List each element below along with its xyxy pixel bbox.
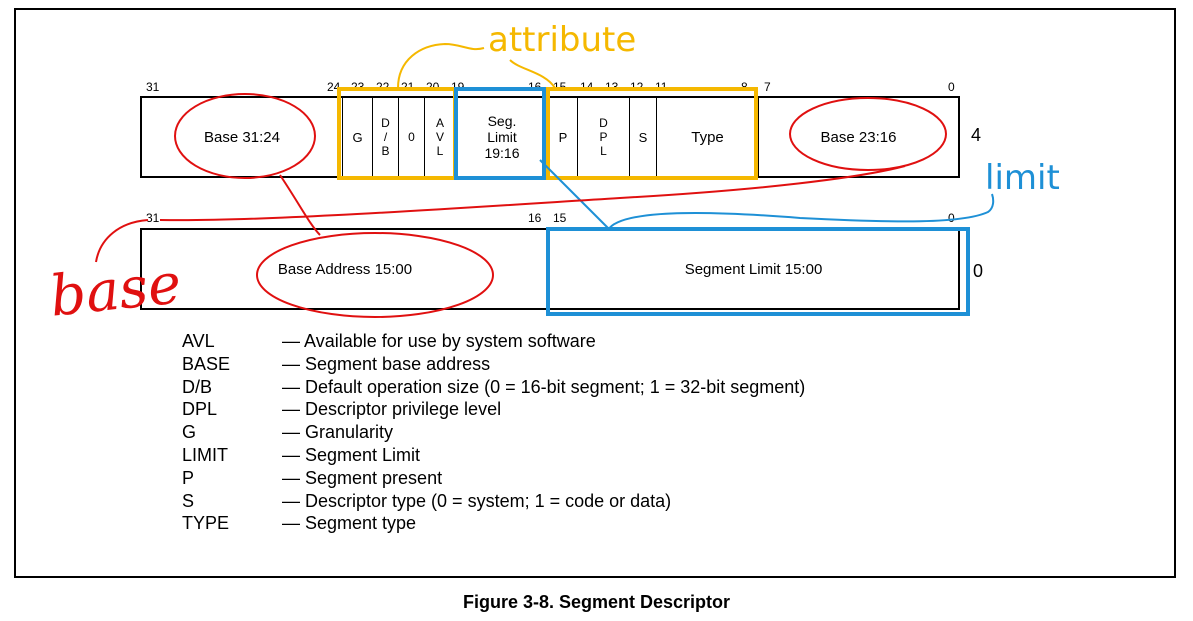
- db-char-slash: /: [383, 130, 388, 144]
- legend-abbr: TYPE: [182, 513, 230, 534]
- legend-abbr: BASE: [182, 353, 231, 374]
- attribute-box-left: [337, 87, 457, 180]
- limit-connector-2: [607, 193, 995, 231]
- field-s: S: [638, 129, 648, 145]
- dpl-char-d: D: [599, 116, 608, 130]
- row-offset-0: 0: [973, 261, 984, 281]
- legend-item: D/B — Default operation size (0 = 16-bit …: [182, 376, 805, 399]
- legend-desc: — Default operation size (0 = 16-bit seg…: [282, 376, 806, 397]
- seg-limit-line-2: Limit: [487, 129, 517, 145]
- db-char-b: B: [381, 144, 390, 158]
- legend-item: TYPE — Segment type: [182, 512, 805, 535]
- db-char-d: D: [381, 116, 390, 130]
- bit-31: 31: [146, 80, 160, 94]
- field-base-address-15-00: Base Address 15:00: [277, 260, 413, 278]
- field-p: P: [558, 129, 568, 145]
- legend-desc: — Granularity: [282, 422, 394, 443]
- field-db: D / B: [373, 98, 398, 176]
- field-base-31-24: Base 31:24: [204, 128, 280, 146]
- legend-abbr: DPL: [182, 399, 218, 420]
- dpl-char-p: P: [599, 130, 608, 144]
- legend-desc: — Descriptor privilege level: [282, 399, 502, 420]
- attribute-box-right: [546, 87, 758, 180]
- bit-0: 0: [948, 80, 955, 94]
- field-segment-limit-15-00: Segment Limit 15:00: [684, 260, 823, 278]
- figure-caption: Figure 3-8. Segment Descriptor: [462, 592, 731, 612]
- avl-char-a: A: [435, 116, 444, 130]
- bit-16: 16: [528, 211, 542, 225]
- legend: AVL — Available for use by system softwar…: [182, 330, 805, 535]
- limit-box-upper: [454, 87, 546, 180]
- legend-abbr: P: [182, 467, 195, 488]
- legend-abbr: G: [182, 422, 197, 443]
- field-g: G: [352, 129, 363, 145]
- base-connector-1: [279, 174, 321, 236]
- legend-desc: — Descriptor type (0 = system; 1 = code …: [282, 490, 672, 511]
- bit-15: 15: [553, 211, 567, 225]
- limit-box-lower: [546, 227, 970, 316]
- dpl-char-l: L: [600, 144, 607, 158]
- seg-limit-line-3: 19:16: [484, 145, 520, 161]
- legend-item: G — Granularity: [182, 421, 805, 444]
- bit-7: 7: [764, 80, 771, 94]
- bit-0: 0: [948, 211, 955, 225]
- field-base-23-16: Base 23:16: [820, 128, 897, 146]
- base-annotation: base: [46, 251, 185, 330]
- legend-desc: — Segment base address: [282, 353, 491, 374]
- row-offset-4: 4: [971, 125, 982, 145]
- legend-item: AVL — Available for use by system softwar…: [182, 330, 805, 353]
- attribute-annotation: attribute: [488, 20, 637, 60]
- field-seg-limit-19-16: Seg. Limit 19:16: [456, 98, 548, 176]
- figure-frame: [14, 8, 1176, 578]
- field-type: Type: [691, 128, 724, 146]
- seg-limit-line-1: Seg.: [487, 113, 517, 129]
- base-circle-mid: [789, 97, 947, 171]
- legend-item: DPL — Descriptor privilege level: [182, 398, 805, 421]
- limit-annotation: limit: [985, 158, 1060, 198]
- attribute-bracket-right: [509, 59, 556, 89]
- legend-item: S — Descriptor type (0 = system; 1 = code…: [182, 490, 805, 513]
- legend-desc: — Segment Limit: [282, 444, 421, 465]
- field-dpl: D P L: [578, 98, 629, 176]
- legend-item: BASE — Segment base address: [182, 353, 805, 376]
- field-avl: A V L: [425, 98, 455, 176]
- base-circle-lo: [256, 232, 494, 318]
- base-connector-2: [159, 165, 906, 222]
- field-zero: 0: [408, 130, 415, 144]
- legend-abbr: D/B: [182, 376, 213, 397]
- legend-desc: — Available for use by system software: [282, 331, 596, 351]
- legend-desc: — Segment type: [282, 513, 417, 534]
- limit-connector-1: [539, 159, 611, 231]
- legend-item: LIMIT — Segment Limit: [182, 444, 805, 467]
- legend-abbr: S: [182, 490, 195, 511]
- avl-char-v: V: [435, 130, 444, 144]
- base-circle-hi: [174, 93, 316, 179]
- legend-abbr: LIMIT: [182, 444, 229, 465]
- legend-abbr: AVL: [182, 331, 215, 351]
- legend-item: P — Segment present: [182, 467, 805, 490]
- bit-31: 31: [146, 211, 160, 225]
- base-connector-3: [95, 219, 149, 263]
- legend-desc: — Segment present: [282, 467, 443, 488]
- attribute-bracket-left: [397, 42, 485, 89]
- avl-char-l: L: [436, 144, 444, 158]
